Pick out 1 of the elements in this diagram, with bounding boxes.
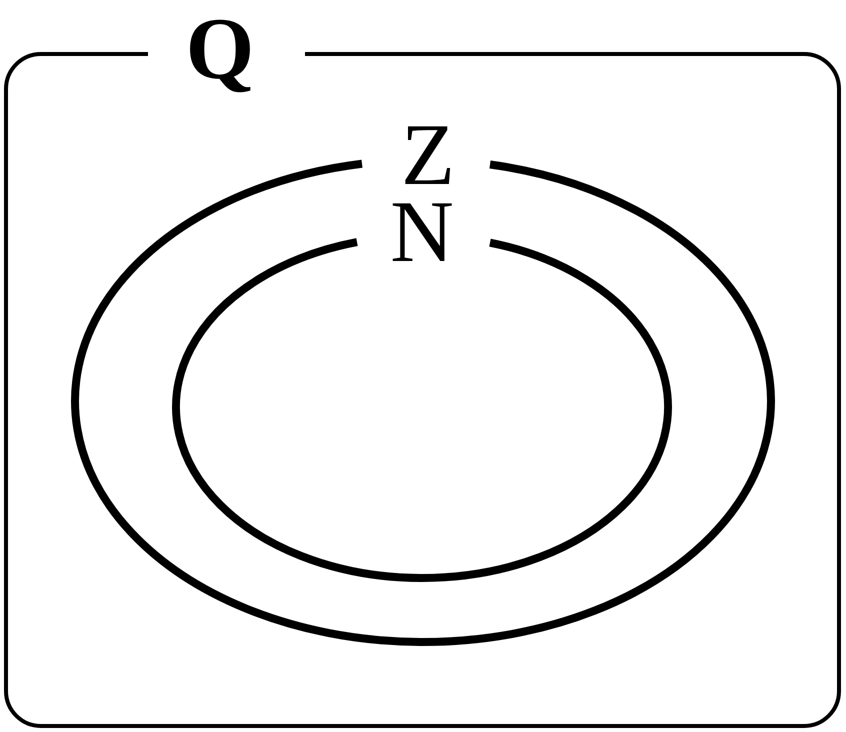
set-label: Q (186, 6, 254, 94)
